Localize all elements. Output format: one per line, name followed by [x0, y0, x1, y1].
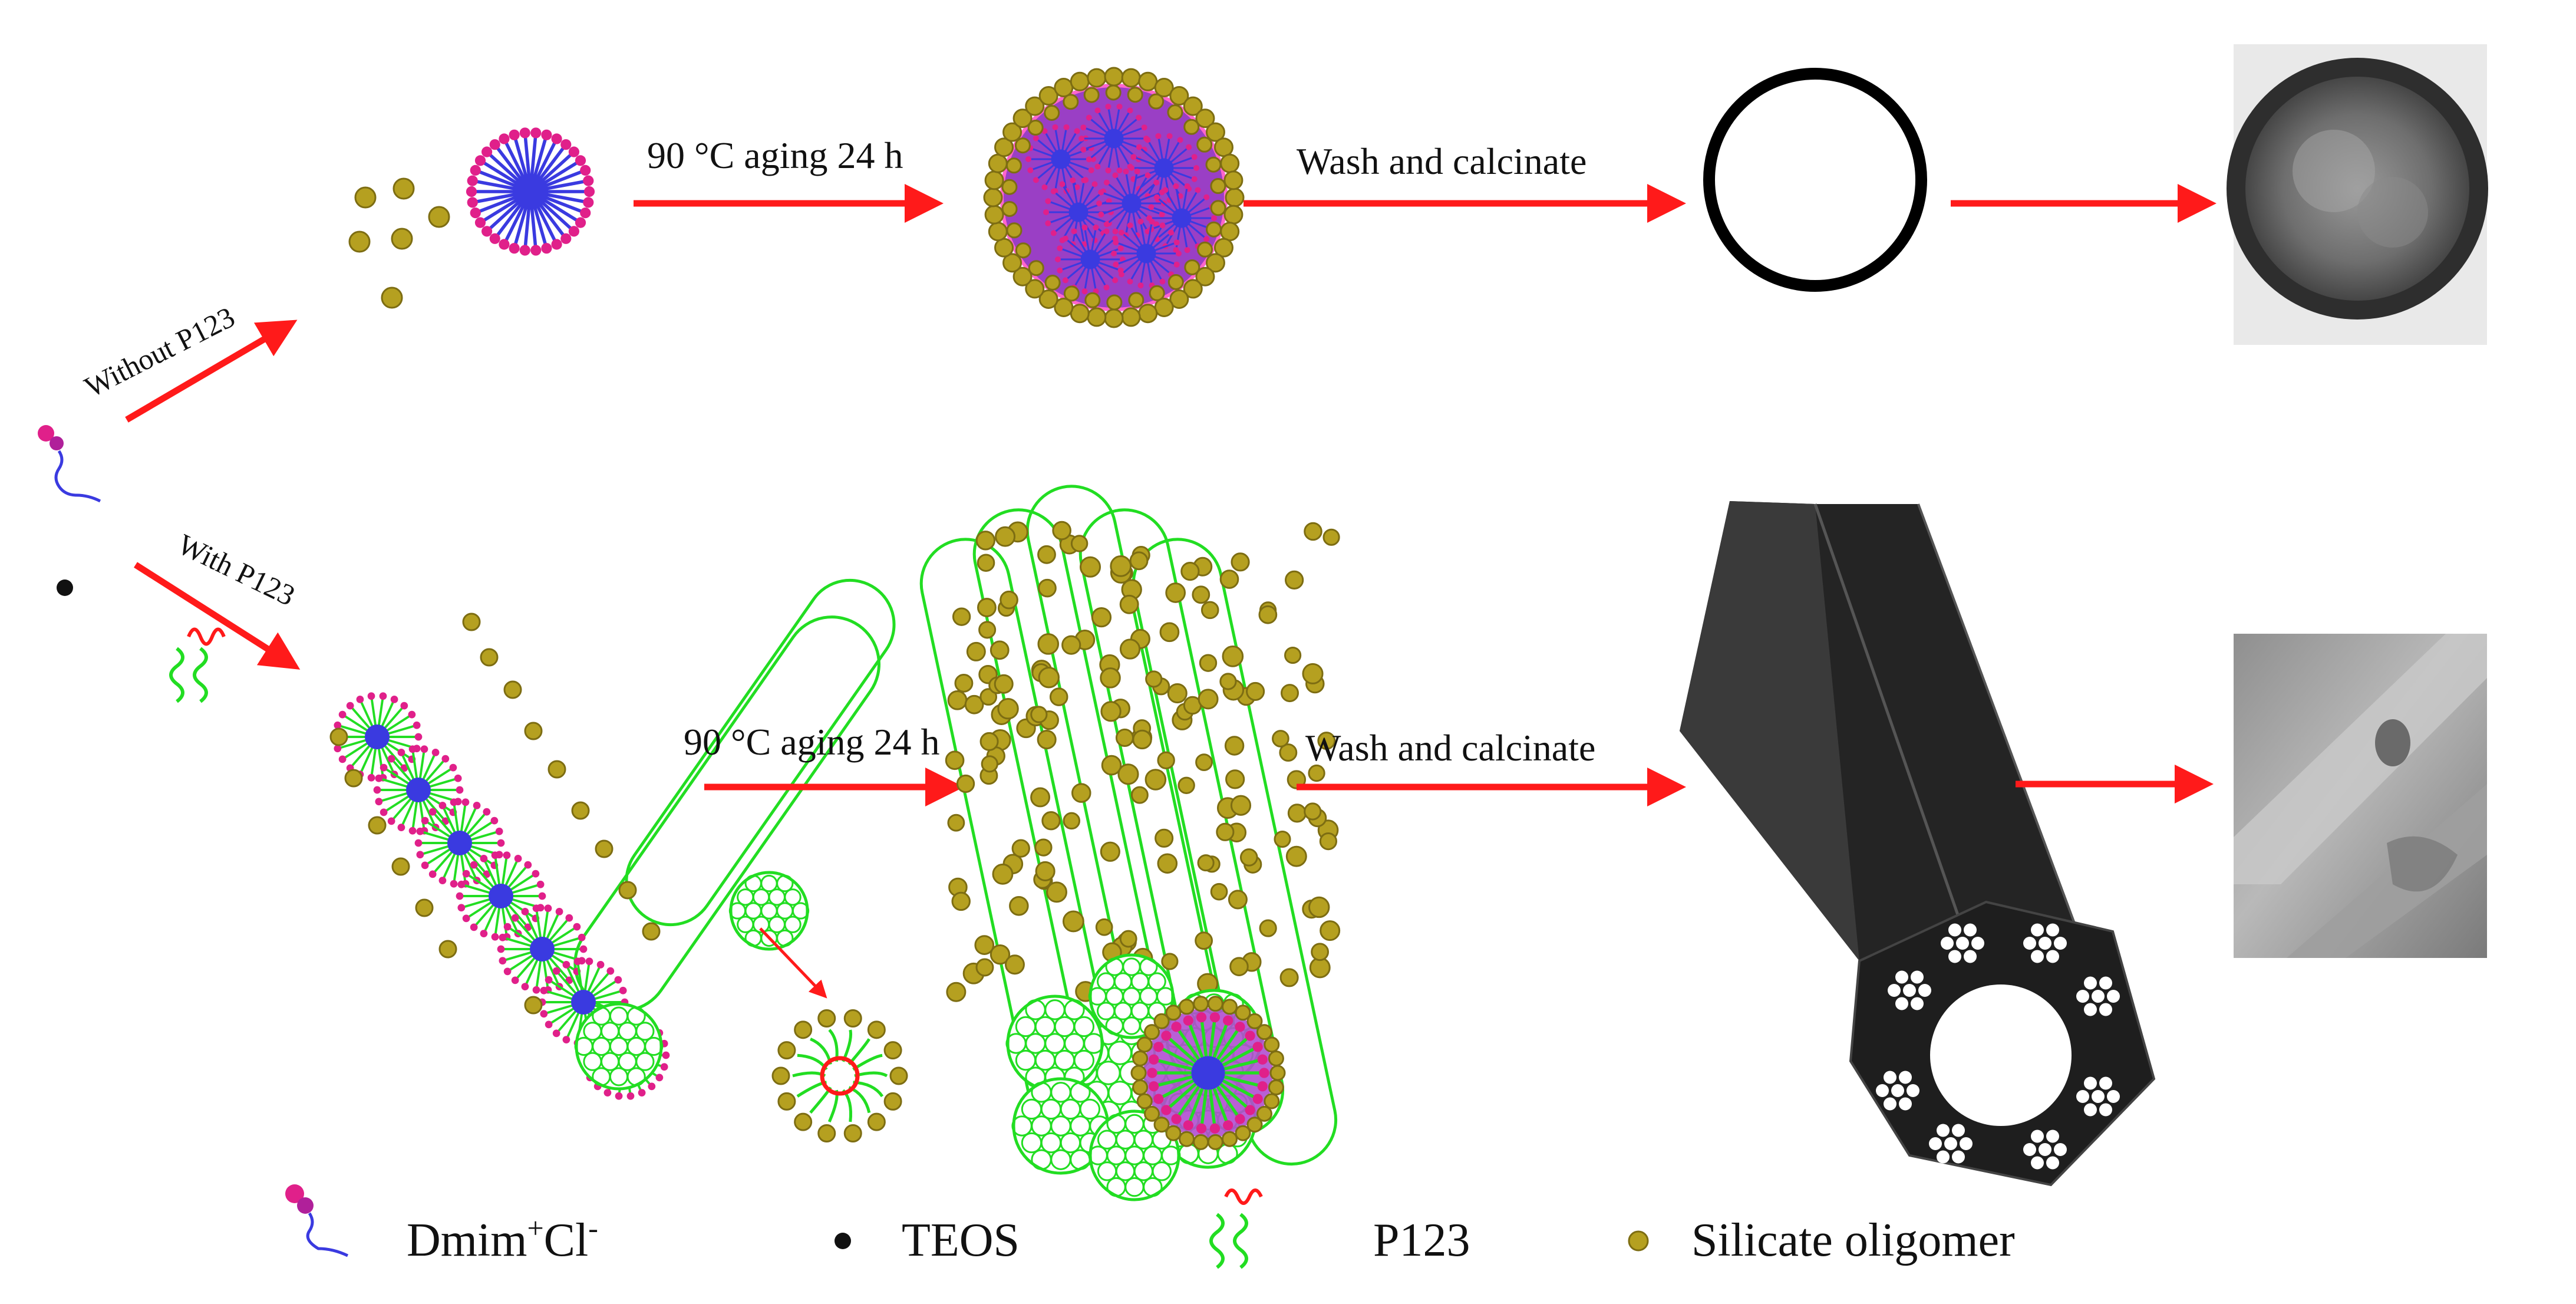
top-label-aging: 90 °C aging 24 h [647, 134, 903, 176]
start-dmim-icon [38, 425, 101, 503]
legend-p123-icon [1209, 1188, 1263, 1269]
zoom-arrow-small [759, 927, 827, 999]
top-label-wash: Wash and calcinate [1297, 140, 1587, 182]
p123-micelle-cross-section [771, 1009, 908, 1142]
bottom-label-wash: Wash and calcinate [1305, 727, 1595, 769]
bottom-label-aging: 90 °C aging 24 h [684, 721, 939, 763]
bottom-micelle-rods [329, 578, 896, 1100]
legend-teos-icon [835, 1233, 851, 1249]
sem-image-rods [2234, 634, 2487, 958]
top-silicate-oligomers [348, 177, 450, 309]
top-surfactant-micelle [466, 127, 595, 256]
hollow-sphere-shell [1703, 68, 1927, 292]
arrow-without-p123 [125, 320, 298, 423]
start-teos-icon [57, 579, 73, 596]
legend-dmim-icon [285, 1184, 349, 1257]
legend: Dmim+Cl- TEOS P123 Silicate oligomer [285, 1184, 2015, 1269]
arrow-with-p123 [134, 562, 301, 670]
legend-silicate-icon [1628, 1230, 1649, 1252]
legend-silicate-label: Silicate oligomer [1691, 1214, 2015, 1266]
legend-p123-label: P123 [1373, 1214, 1470, 1266]
hexagonal-mesoporous-rod [1680, 501, 2156, 1187]
legend-dmim-label: Dmim+Cl- [407, 1211, 598, 1266]
legend-teos-label: TEOS [902, 1214, 1020, 1266]
tem-image-hollow-sphere [2227, 44, 2488, 345]
start-p123-icon [169, 627, 226, 703]
label-without-p123: Without P123 [80, 300, 240, 404]
bottom-rod-bundle [919, 485, 1341, 1201]
top-aged-composite-sphere [983, 67, 1245, 328]
